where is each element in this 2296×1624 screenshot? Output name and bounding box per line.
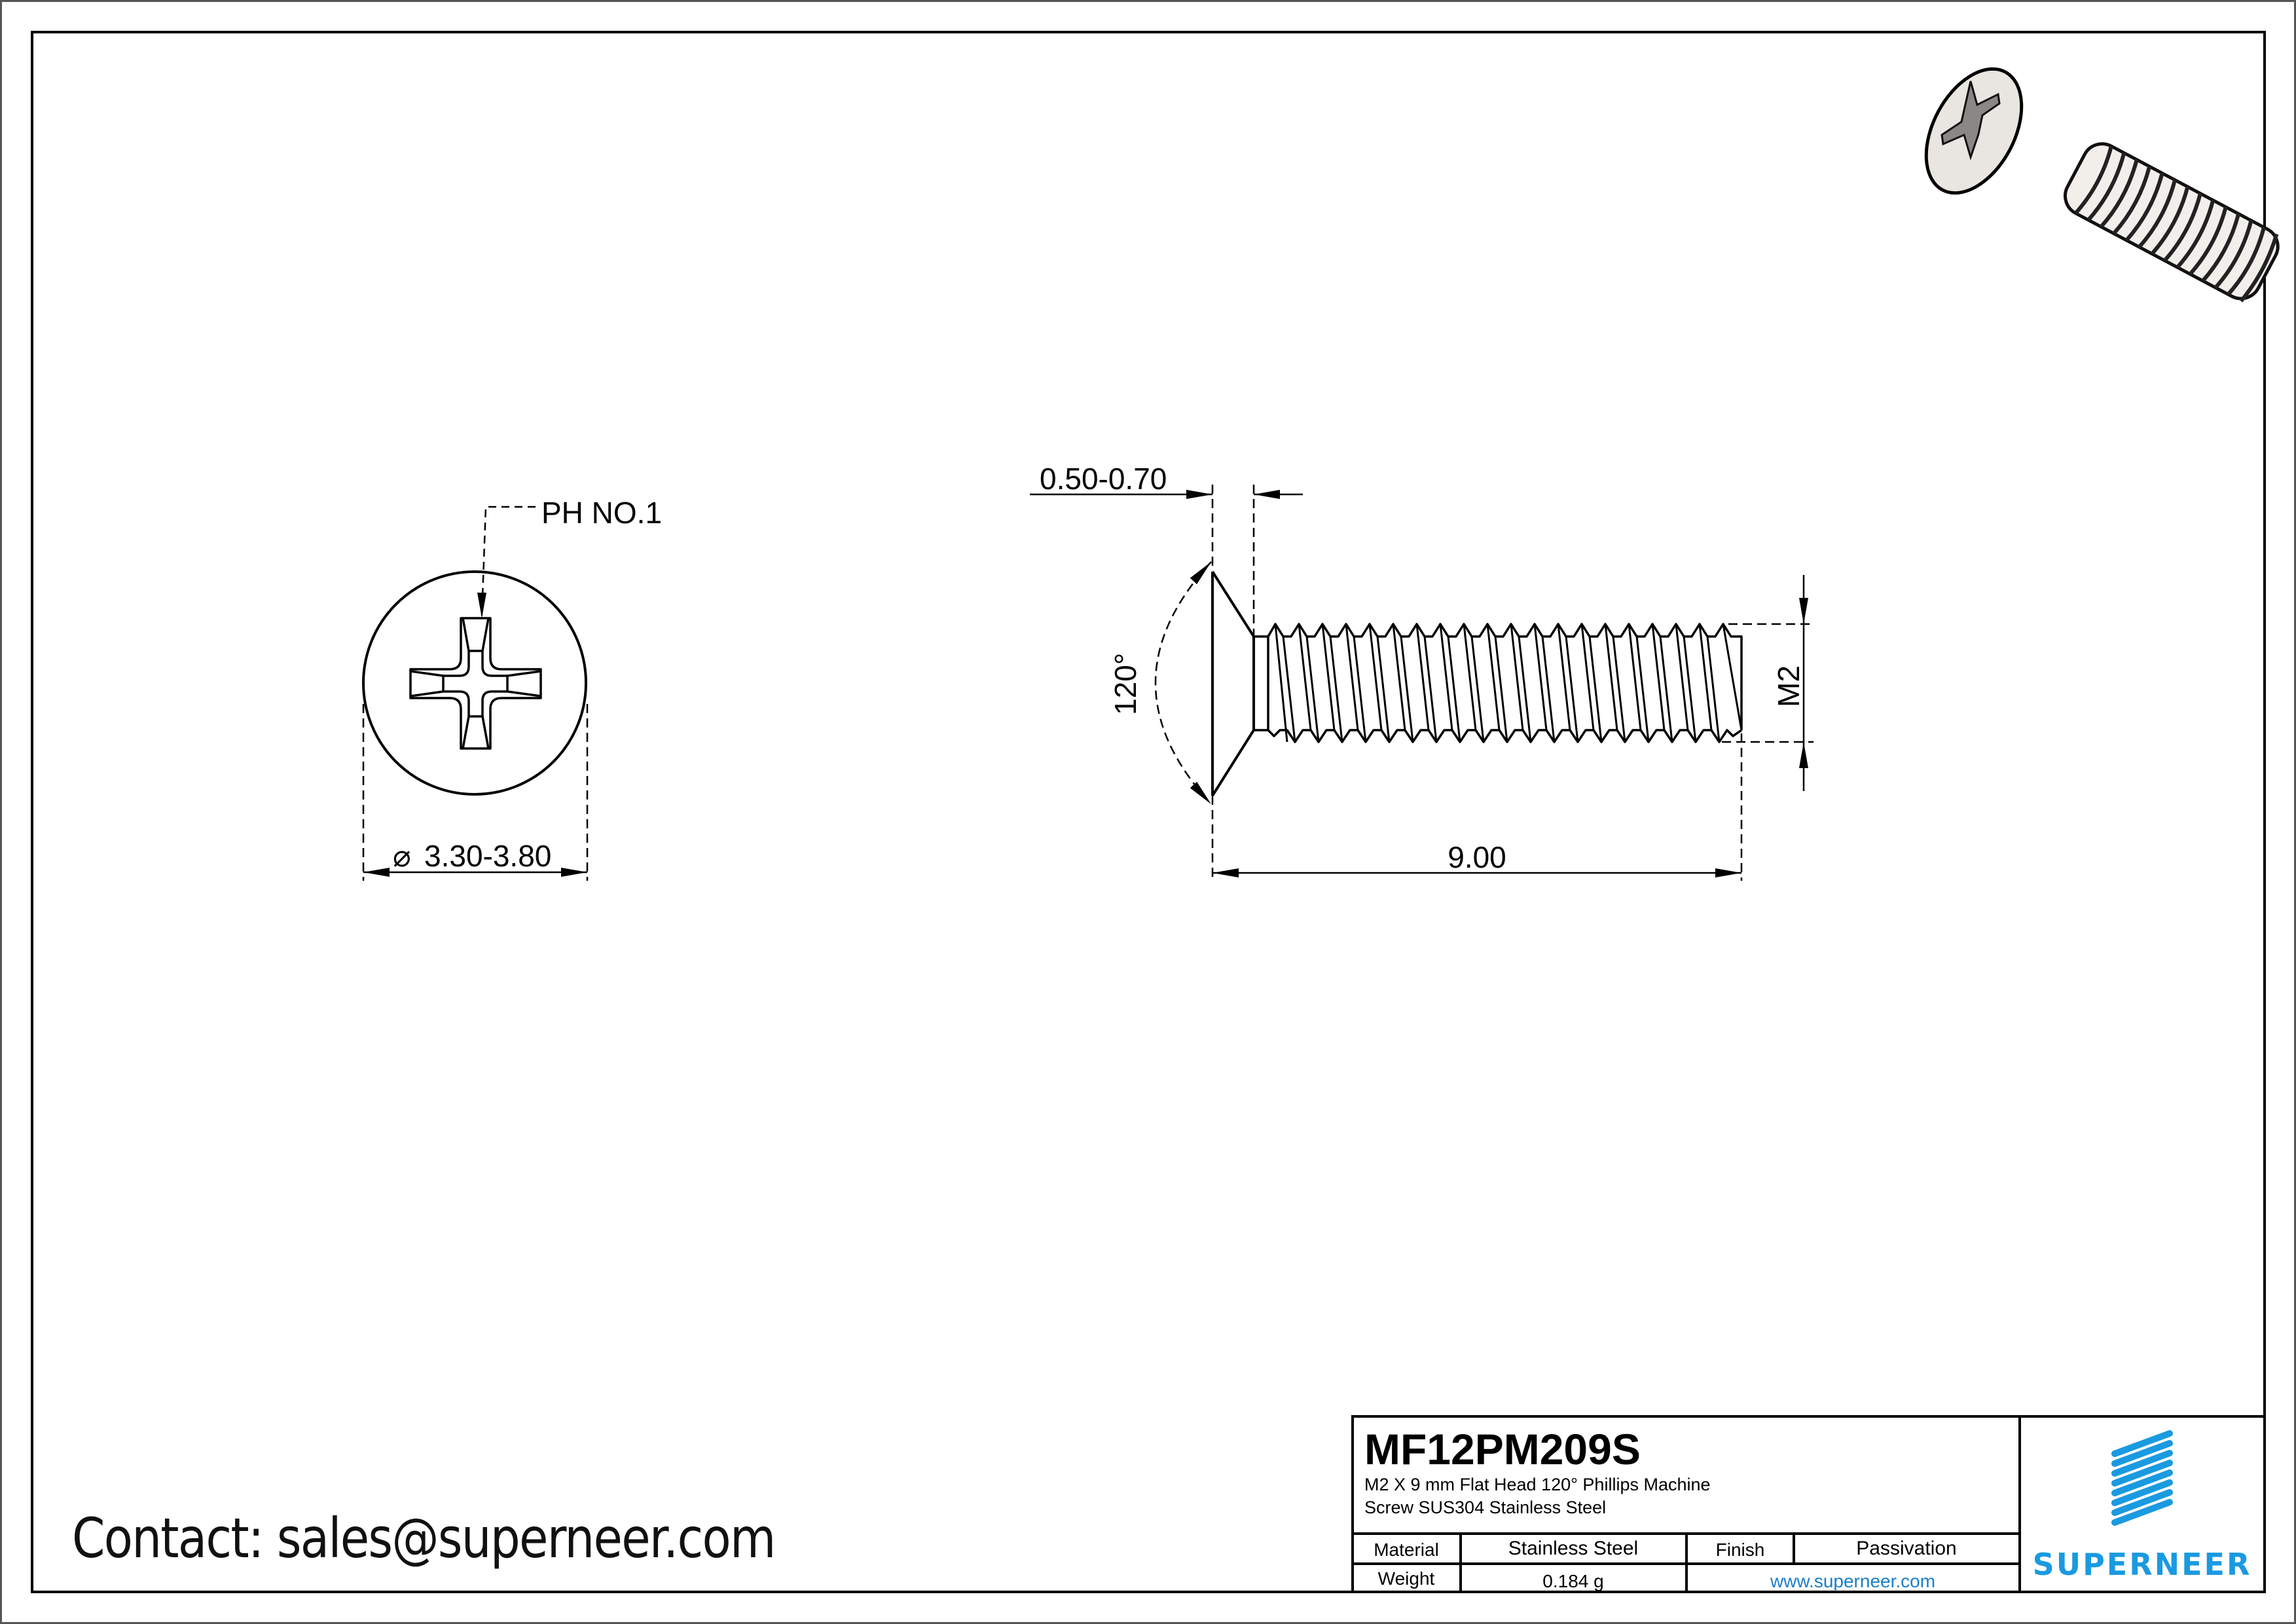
recess-leader-line [481,506,536,616]
website-link[interactable]: www.superneer.com [1770,1571,1935,1591]
material-label: Material [1374,1540,1439,1560]
thread-body [1267,623,1743,743]
title-block [1351,1415,2266,1593]
iso-recess-icon [1941,81,2001,160]
finish-value: Passivation [1856,1538,1956,1559]
superneer-logo-icon [2111,1430,2173,1526]
diameter-dim-label: 3.30-3.80 [424,839,551,873]
iso-view [1924,67,2280,303]
contact-email: Contact: sales@superneer.com [72,1506,776,1570]
part-number: MF12PM209S [1364,1425,1641,1473]
thread-dim-label: M2 [1772,665,1806,707]
material-value: Stainless Steel [1508,1538,1638,1559]
length-dim-label: 9.00 [1448,840,1506,874]
description-line1: M2 X 9 mm Flat Head 120° Phillips Machin… [1364,1475,1711,1494]
angle-arc [1154,561,1212,805]
description-line2: Screw SUS304 Stainless Steel [1364,1498,1606,1517]
inner-border [31,31,2266,1593]
weight-label: Weight [1378,1568,1435,1589]
weight-value: 0.184 g [1542,1571,1603,1591]
phillips-recess-icon [409,617,542,750]
recess-callout-label: PH NO.1 [541,496,662,530]
countersunk-head [1211,570,1255,797]
head-angle-dim-label: 120° [1108,653,1142,715]
diameter-symbol: ⌀ [393,839,411,873]
logo-wordmark: SUPERNEER [2033,1547,2252,1582]
top-view: PH NO.1 ⌀ 3.30-3.80 [362,496,662,881]
finish-label: Finish [1716,1540,1765,1560]
leader-arrowhead [477,593,486,618]
neck [1252,635,1269,731]
side-view: 0.50-0.70 120° M2 9.00 [1030,462,1813,881]
head-outline [362,570,587,796]
head-height-dim-label: 0.50-0.70 [1040,462,1167,496]
